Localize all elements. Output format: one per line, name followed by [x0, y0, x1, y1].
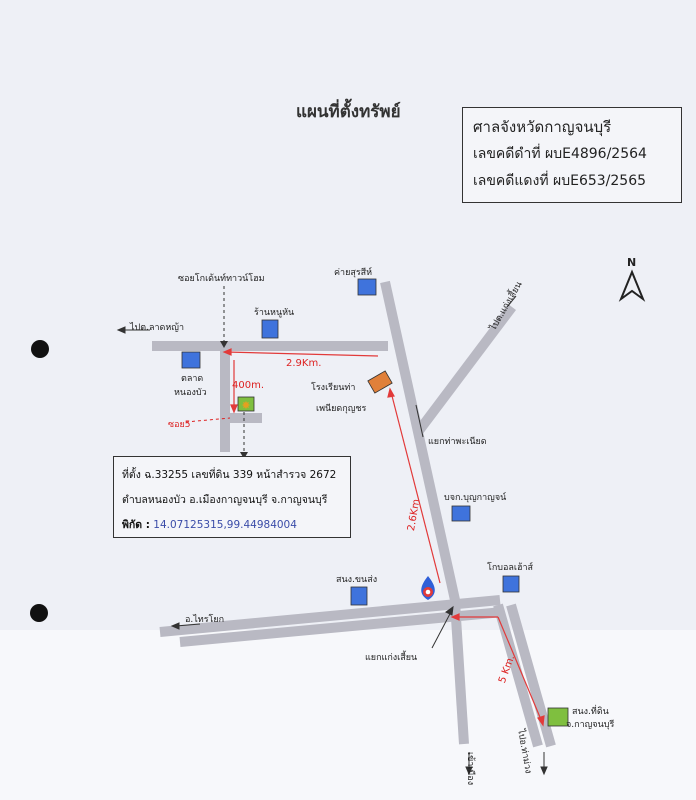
leader-junction-kaeng [431, 609, 453, 649]
red-case-number: เลขคดีแดงที่ ผบE653/2565 [473, 173, 647, 189]
label-school-line1: โรงเรียนท่า [311, 383, 356, 393]
road-bottom-horizontal [159, 595, 501, 637]
route-2-6km [390, 391, 441, 584]
label-market-line2: หนองบัว [174, 388, 207, 398]
route-2-9km-head [222, 348, 232, 356]
road-bottom-horizontal-2 [179, 607, 504, 647]
landmark-khonsong [350, 586, 368, 606]
location-line-2: ตำบลหนองบัว อ.เมืองกาญจนบุรี จ.กาญจนบุรี [122, 494, 328, 506]
landmark-company [451, 505, 471, 522]
road-to-tha-muang-b [506, 603, 556, 748]
leader-junction-tha [415, 404, 424, 438]
label-camp-surasi: ค่ายสุรสีห์ [334, 268, 373, 278]
coordinates-row: พิกัด : 14.07125315,99.44984004 [122, 513, 342, 538]
location-box: ที่ตั้ง ฉ.33255 เลขที่ดิน 339 หน้าสำรวจ … [113, 456, 351, 538]
route-5km-head-down [537, 715, 545, 727]
map-title: แผนที่ตั้งทรัพย์ [296, 102, 401, 122]
landmark-property [237, 396, 255, 412]
route-2-9km [225, 351, 379, 357]
north-arrow-icon [618, 269, 646, 302]
court-name: ศาลจังหวัดกาญจนบุรี [473, 118, 612, 136]
solid-leaders [116, 295, 548, 776]
road-main-north-south [380, 280, 460, 602]
punch-hole-1 [31, 340, 49, 358]
landmark-land-office [547, 707, 569, 727]
road-northeast-branch [414, 303, 516, 436]
label-to-sai-yok: อ.ไทรโยก [185, 615, 225, 625]
north-label: N [627, 256, 637, 269]
landmark-market [181, 351, 201, 369]
leader-property-arrow [240, 452, 248, 459]
black-case-number: เลขคดีดำที่ ผบE4896/2564 [473, 146, 647, 162]
landmark-camp-surasi [357, 278, 377, 296]
leader-soi-kodent-arrow [220, 341, 228, 348]
label-soi-kodent: ซอยโกเด้นท์ทาวน์โฮม [178, 274, 265, 284]
case-info-box: ศาลจังหวัดกาญจนบุรี เลขคดีดำที่ ผบE4896/… [462, 107, 682, 203]
leader-sai-yok [175, 623, 201, 627]
route-400m-head [230, 404, 238, 414]
label-junction-kaeng-sian: แยกแก่งเสี้ยน [365, 653, 418, 663]
property-star-icon: ✸ [241, 399, 250, 412]
label-soi5: ซอย5 [168, 420, 191, 430]
label-office-khonsong: สนง.ขนส่ง [336, 575, 378, 585]
gas-station-icon [421, 576, 435, 600]
location-line-1: ที่ตั้ง ฉ.33255 เลขที่ดิน 339 หน้าสำรวจ … [122, 469, 337, 481]
label-market-line1: ตลาด [181, 374, 204, 384]
route-arrows [222, 348, 545, 727]
landmark-shop-nuhan [261, 319, 279, 339]
label-shop-nuhan: ร้านหนูหัน [254, 308, 295, 318]
label-company-boonkanjana: บจก.บุญกาญจน์ [444, 493, 507, 503]
route-5km-2 [497, 616, 543, 723]
leader-lines [185, 286, 245, 455]
label-global-house: โกบอลเฮ้าส์ [487, 563, 534, 573]
label-land-office-line2: จ.กาญจนบุรี [566, 720, 615, 730]
leader-soi5 [185, 417, 231, 423]
route-2-6km-head [387, 387, 395, 398]
label-school-line2: เพนียดกุญชร [316, 404, 367, 414]
landmark-school [367, 370, 393, 394]
distance-2-9km: 2.9Km. [286, 358, 322, 369]
label-to-lat-ya: ไปต.ลาดหญ้า [130, 323, 185, 333]
landmark-global-house [502, 575, 520, 593]
label-to-city: เข้าเมือง [465, 752, 475, 786]
landmarks [181, 278, 569, 727]
road-to-city [450, 601, 469, 745]
distance-400m: 400m. [232, 380, 265, 391]
coordinates-value: 14.07125315,99.44984004 [153, 519, 297, 531]
roads [152, 280, 556, 748]
route-5km-head-left [450, 613, 460, 621]
coordinates-label: พิกัด : [122, 519, 150, 531]
road-to-tha-muang-a [493, 603, 543, 748]
punch-hole-2 [30, 604, 48, 622]
label-land-office-line1: สนง.ที่ดิน [572, 707, 609, 717]
label-junction-tha-phaniat: แยกท่าพะเนียด [428, 437, 487, 447]
leader-kaeng-sian-top [506, 295, 517, 308]
